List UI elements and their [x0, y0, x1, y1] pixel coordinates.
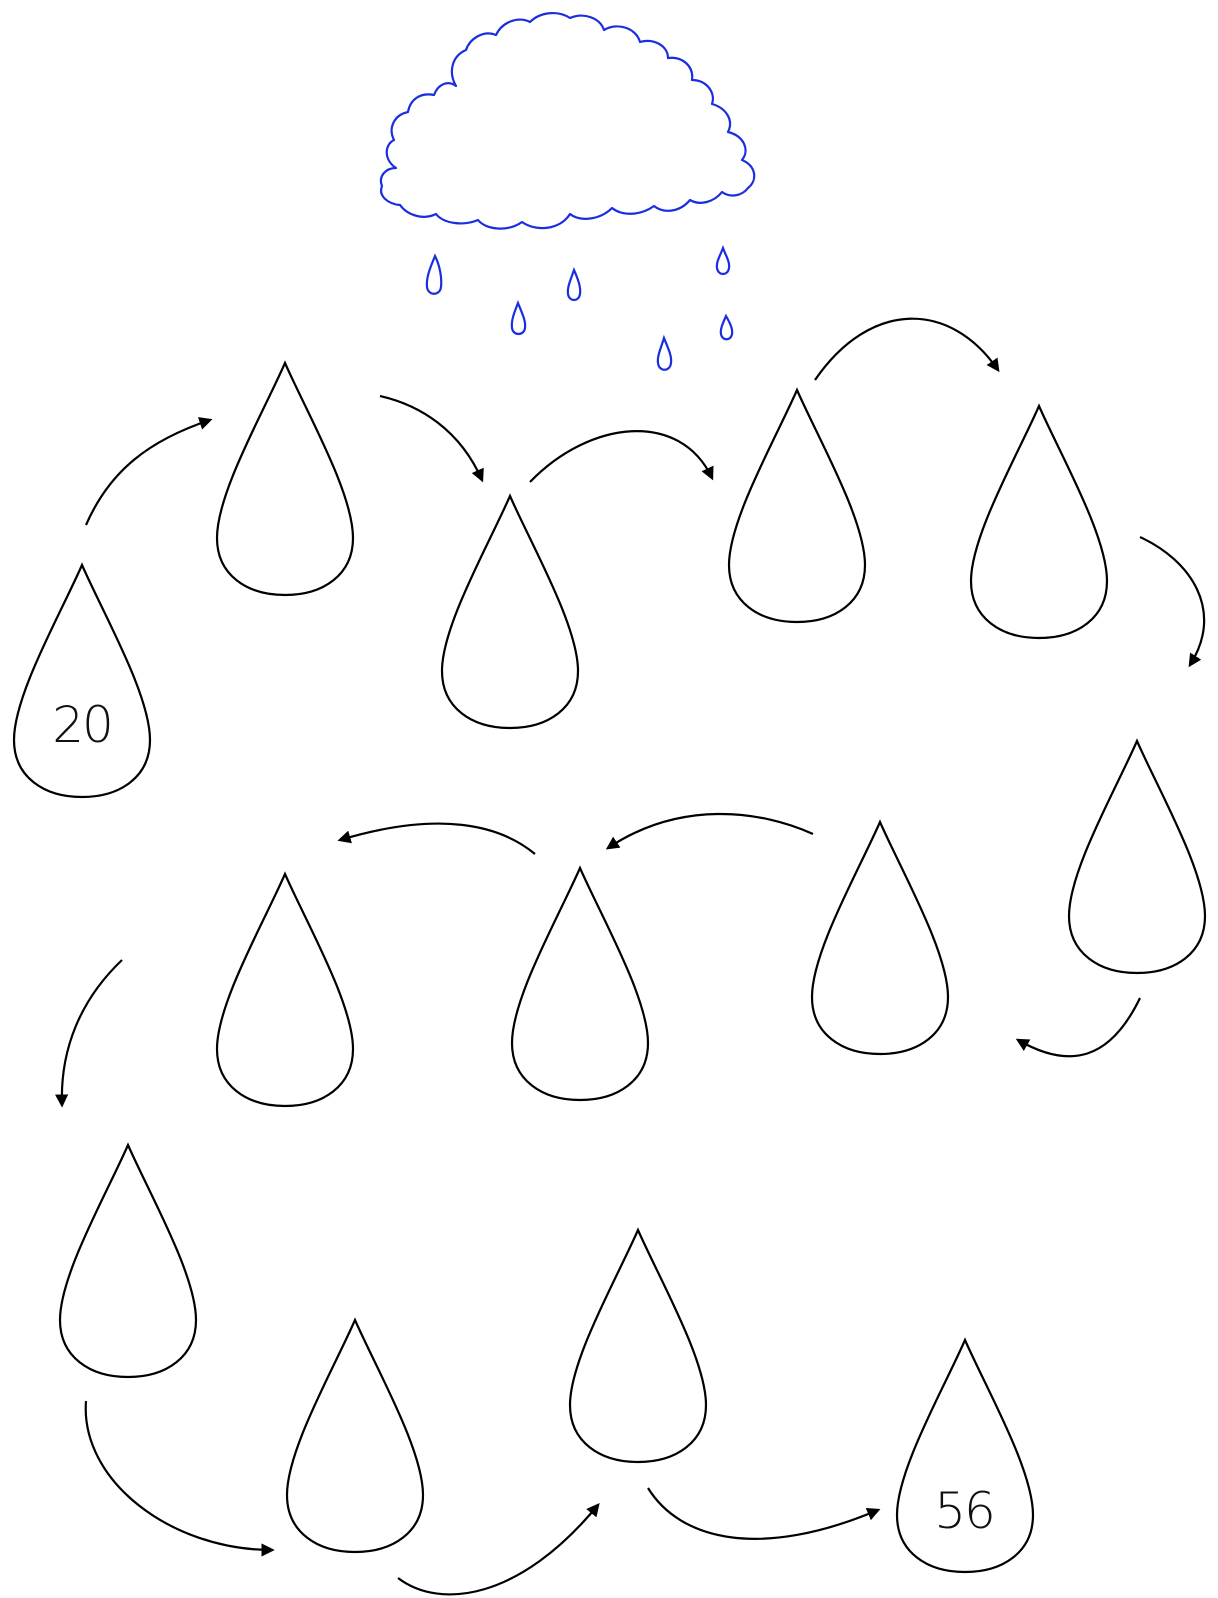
arrows-group: [62, 319, 1204, 1595]
arrow-icon: [815, 319, 998, 380]
raindrop-icon: [812, 822, 948, 1054]
raindrop-icon: [658, 338, 671, 370]
end-number-label: 56: [934, 1482, 994, 1540]
raindrop-icon: [217, 874, 353, 1106]
rain-group: [427, 248, 732, 370]
arrow-icon: [86, 1401, 272, 1550]
raindrop-icon: [60, 1145, 196, 1377]
arrow-icon: [530, 431, 712, 482]
raindrops-group: [14, 363, 1205, 1572]
raindrop-icon: [1069, 741, 1205, 973]
raindrop-icon: [427, 256, 441, 294]
start-number-label: 20: [52, 696, 112, 754]
raindrop-icon: [217, 363, 353, 595]
raindrop-icon: [287, 1320, 423, 1552]
raindrop-icon: [721, 316, 732, 339]
arrow-icon: [648, 1488, 878, 1539]
cloud-icon: [381, 13, 754, 229]
raindrop-icon: [717, 248, 729, 274]
arrow-icon: [380, 396, 482, 480]
arrow-icon: [1140, 537, 1204, 665]
raindrop-icon: [568, 270, 580, 300]
raindrop-icon: [570, 1230, 706, 1462]
arrow-icon: [398, 1505, 598, 1594]
raindrop-icon: [971, 406, 1107, 638]
arrow-icon: [86, 420, 210, 525]
arrow-icon: [608, 814, 813, 848]
raindrop-icon: [14, 565, 150, 797]
arrow-icon: [1018, 998, 1140, 1056]
raindrop-icon: [512, 868, 648, 1100]
raindrop-icon: [729, 390, 865, 622]
raindrop-icon: [442, 496, 578, 728]
arrow-icon: [62, 960, 122, 1105]
raindrop-icon: [512, 303, 525, 334]
arrow-icon: [340, 824, 535, 854]
